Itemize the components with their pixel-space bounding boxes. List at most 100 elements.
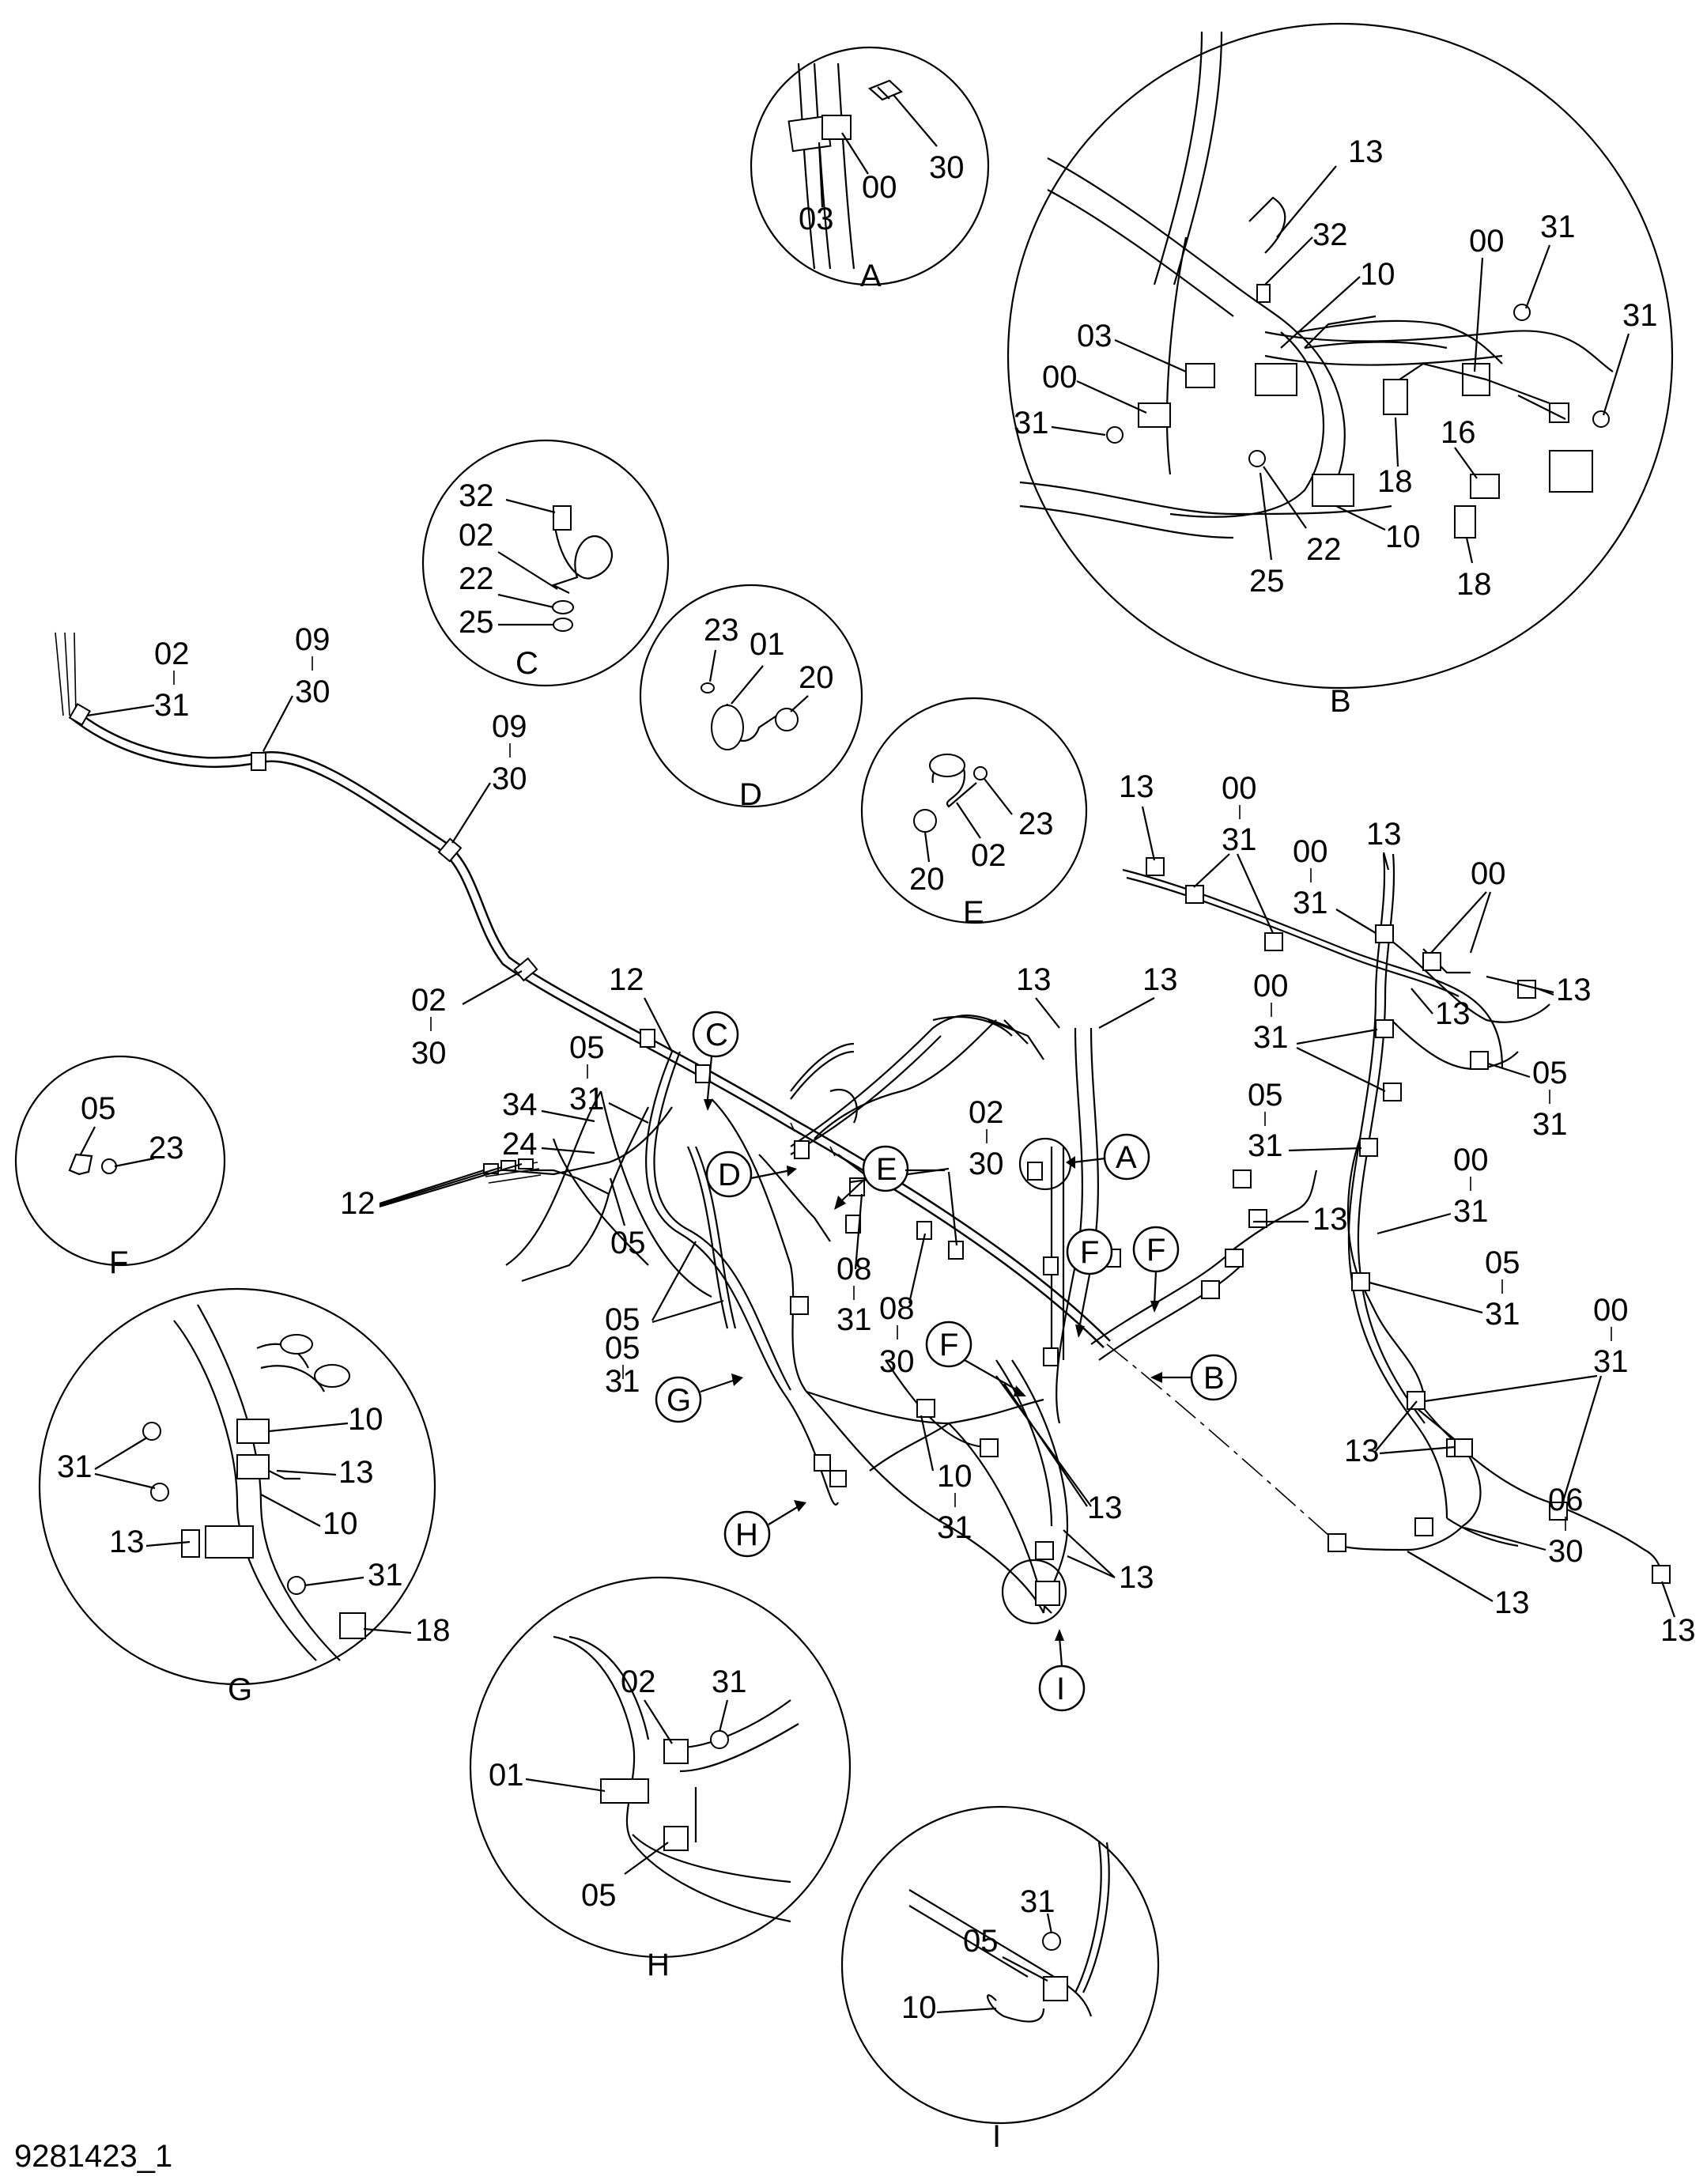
tag-f1: F [1080,1235,1099,1270]
detail-c-letter: C [515,646,538,681]
detail-d-callout-20: 20 [799,660,834,695]
detail-g: 10 31 13 10 13 31 18 G [38,1287,451,1707]
detail-c: 32 02 22 25 C [421,439,670,687]
detail-f-callout-23: 23 [149,1131,184,1166]
callout-c10: 05 [610,1226,646,1260]
detail-g-callout-13-mid: 13 [338,1455,374,1490]
detail-b-callout-03: 03 [1077,319,1112,353]
detail-b-callout-18-mid: 18 [1377,464,1413,499]
callout-c36: 13 [1494,1585,1530,1620]
tag-h: H [735,1517,758,1552]
callout-c6-bottom: 31 [569,1082,605,1117]
detail-e-callout-23: 23 [1018,807,1054,841]
callout-c34: 13 [1344,1434,1380,1468]
callout-c30-top: 05 [1248,1078,1283,1113]
detail-c-callout-32: 32 [459,478,494,513]
callout-c17-top: 10 [937,1459,972,1494]
callout-c25: 00 [1471,856,1506,891]
callout-c12-top: 08 [837,1252,872,1287]
detail-g-callout-13-left: 13 [109,1525,145,1559]
detail-d-callout-23: 23 [704,613,739,648]
detail-a-callout-03: 03 [799,202,834,236]
detail-e-callout-20: 20 [909,862,945,897]
callout-c37: 13 [1660,1613,1696,1648]
callout-c14-top: 02 [969,1095,1004,1130]
detail-b-callout-31-left: 31 [1014,406,1049,440]
detail-h-callout-01: 01 [489,1758,524,1793]
callout-c5: 12 [609,962,644,997]
callout-c21: 13 [1312,1202,1348,1237]
callout-c11-c: 31 [605,1364,640,1399]
callout-c31-top: 00 [1453,1143,1489,1177]
callout-c31-bottom: 31 [1453,1194,1489,1229]
detail-d: 23 01 20 D [639,584,863,812]
detail-e: 02 23 20 E [860,697,1088,930]
detail-a: 03 00 30 A [750,46,990,293]
detail-i-letter: I [992,2119,1001,2154]
detail-b-callout-10-top: 10 [1360,257,1395,292]
detail-b: 13 32 10 00 31 31 03 00 31 16 18 22 25 1… [1006,22,1674,719]
callout-c29-top: 05 [1532,1056,1568,1090]
callout-c11-a: 05 [605,1302,640,1337]
detail-a-letter: A [860,259,882,293]
callout-c22-bottom: 31 [1222,822,1257,857]
detail-c-callout-22: 22 [459,561,494,596]
detail-g-letter: G [228,1672,252,1707]
callout-c35-top: 06 [1548,1483,1584,1517]
callout-c12-bottom: 31 [837,1302,872,1337]
tag-b: B [1203,1361,1225,1396]
tag-i: I [1056,1672,1065,1706]
tag-f3: F [939,1328,958,1362]
tag-e: E [876,1152,897,1187]
callout-c13-top: 08 [879,1291,915,1326]
detail-b-callout-31-top: 31 [1540,210,1576,244]
callout-c28: 13 [1556,973,1592,1007]
callout-c33-bottom: 31 [1593,1344,1629,1379]
detail-h-callout-31: 31 [712,1664,747,1699]
detail-e-letter: E [963,895,984,930]
callout-c19: 13 [1119,1560,1154,1595]
callout-c14-bottom: 30 [969,1147,1004,1181]
detail-c-callout-25: 25 [459,605,494,640]
detail-f: 05 23 F [14,1055,226,1280]
callout-c2-bottom: 30 [295,674,330,709]
detail-c-callout-02: 02 [459,518,494,553]
detail-b-letter: B [1330,684,1351,719]
callout-c33-top: 00 [1593,1293,1629,1328]
callout-c13-bottom: 30 [879,1344,915,1379]
callout-c32-bottom: 31 [1485,1297,1520,1332]
callout-c15: 13 [1016,962,1052,997]
callout-c7: 34 [502,1087,538,1122]
detail-h: 02 31 01 05 H [469,1576,852,1982]
detail-b-callout-00-right: 00 [1469,224,1505,259]
callout-c23-top: 00 [1293,834,1328,869]
tag-g: G [667,1383,691,1418]
callout-c4-bottom: 30 [411,1036,447,1071]
callout-c3-top: 09 [492,709,527,744]
detail-b-callout-22: 22 [1306,532,1342,567]
harness-clips [68,702,1671,1606]
detail-h-callout-02: 02 [621,1664,656,1699]
detail-f-letter: F [109,1245,128,1280]
reference-tags: C E D A F F F B G [655,1011,1237,1712]
callout-c24: 13 [1366,817,1402,852]
detail-g-callout-18: 18 [415,1613,451,1648]
detail-g-callout-31-right: 31 [368,1558,403,1593]
detail-a-callout-00: 00 [862,170,897,205]
callout-c18: 13 [1087,1491,1123,1525]
callout-c22-top: 00 [1222,771,1257,806]
callout-c16: 13 [1142,962,1178,997]
detail-b-callout-13-top: 13 [1348,134,1384,169]
detail-g-callout-10-top: 10 [348,1402,383,1437]
callout-c4-top: 02 [411,983,447,1018]
callout-c1-bottom: 31 [154,688,190,723]
callout-c11-b: 05 [605,1331,640,1366]
callout-c35-bottom: 30 [1548,1534,1584,1569]
detail-b-callout-16: 16 [1441,415,1476,450]
callout-c17-bottom: 31 [937,1510,972,1545]
callout-c32-top: 05 [1485,1245,1520,1280]
left-connectors [482,1158,542,1184]
main-callouts: 02 31 09 30 09 30 02 30 12 05 31 34 24 1… [86,622,1696,1648]
detail-d-callout-01: 01 [750,627,785,662]
